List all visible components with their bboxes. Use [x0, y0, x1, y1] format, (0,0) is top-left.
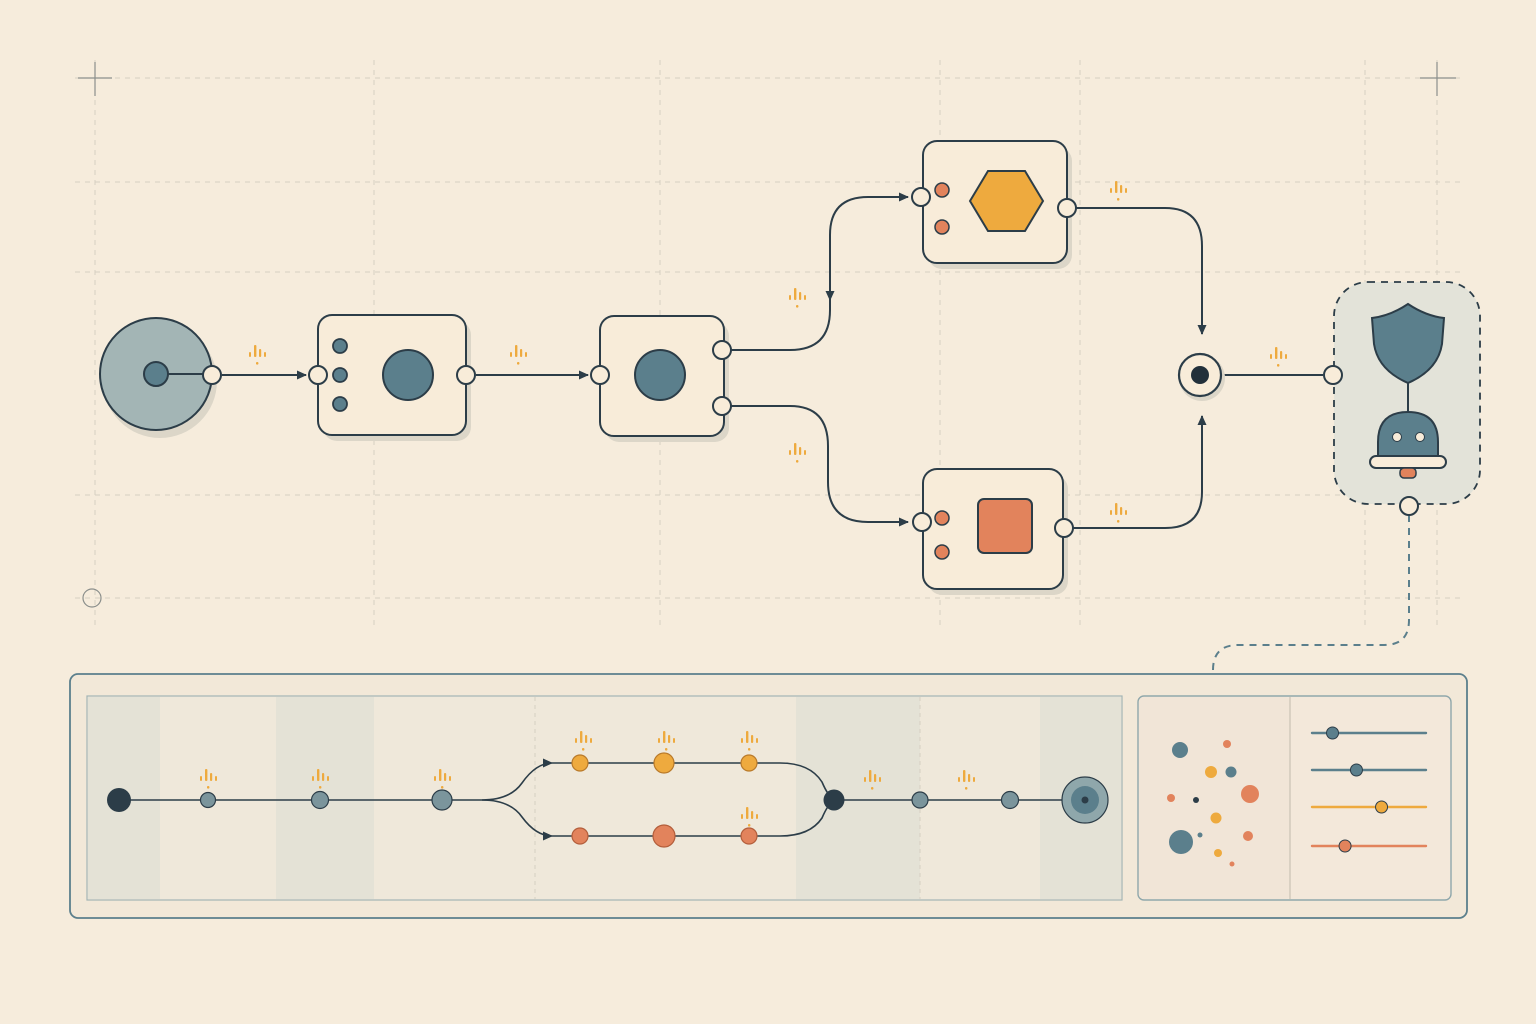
slider-stack — [1310, 726, 1428, 853]
slider-knob — [1326, 726, 1340, 740]
side-panel — [1137, 695, 1452, 901]
slider-knob — [1349, 763, 1363, 777]
timeline-start-point — [107, 788, 131, 812]
output-port[interactable] — [1054, 518, 1074, 538]
output-port[interactable] — [456, 365, 476, 385]
timeline-band — [796, 697, 920, 899]
input-port[interactable] — [911, 187, 931, 207]
input-port[interactable] — [590, 365, 610, 385]
timeline-event — [431, 789, 453, 811]
scatter-cluster — [1167, 740, 1259, 867]
slider-knob — [1375, 800, 1389, 814]
timeline-event — [310, 790, 330, 810]
timeline-event — [653, 752, 675, 774]
slider-knob — [1338, 839, 1352, 853]
guard-agent-group[interactable] — [1323, 281, 1481, 516]
slider-icon[interactable] — [1310, 800, 1428, 814]
stage-b-node[interactable] — [590, 315, 732, 442]
timeline-event — [652, 824, 676, 848]
output-port-top[interactable] — [712, 340, 732, 360]
timeline-event — [740, 754, 758, 772]
timeline-event — [199, 791, 217, 809]
square-icon — [977, 498, 1033, 554]
edge-square-to-merge — [1073, 415, 1207, 529]
registration-marks — [78, 62, 1456, 608]
stage-a-node[interactable] — [308, 314, 476, 441]
background-grid — [75, 60, 1460, 625]
input-port[interactable] — [1323, 365, 1343, 385]
output-port-bottom[interactable] — [712, 396, 732, 416]
timeline-event — [911, 791, 929, 809]
timeline-merge-point — [823, 789, 845, 811]
signal-pulse-icon — [789, 288, 806, 308]
source-node[interactable] — [99, 317, 222, 438]
slider-icon[interactable] — [1310, 726, 1428, 740]
signal-pulse-icon — [1270, 347, 1287, 367]
edge-stage-b-to-hexagon — [730, 192, 909, 351]
input-port[interactable] — [912, 512, 932, 532]
output-port[interactable] — [1057, 198, 1077, 218]
signal-pulse-icon — [789, 443, 806, 463]
edge-stage-b-to-square — [730, 405, 909, 527]
timeline-event — [571, 827, 589, 845]
timeline-track — [86, 695, 1123, 901]
connectors — [222, 192, 1410, 697]
timeline-event — [1000, 790, 1020, 810]
timeline-event — [740, 827, 758, 845]
circle-icon — [634, 349, 686, 401]
slider-icon[interactable] — [1310, 763, 1428, 777]
output-port[interactable] — [202, 365, 222, 385]
branch-hexagon-node[interactable] — [911, 140, 1077, 269]
circle-icon — [382, 349, 434, 401]
timeline-event — [571, 754, 589, 772]
branch-square-node[interactable] — [912, 468, 1074, 595]
signal-pulse-icon — [510, 345, 527, 365]
edge-hexagon-to-merge — [1076, 207, 1207, 335]
signal-pulse-icon — [1110, 181, 1127, 201]
hexagon-icon — [968, 170, 1045, 232]
robot-head-icon — [1369, 410, 1447, 479]
merge-node[interactable] — [1177, 352, 1225, 401]
signal-pulse-icon — [249, 345, 266, 365]
output-port[interactable] — [1399, 496, 1419, 516]
signal-pulse-icon — [1110, 503, 1127, 523]
edge-guard-to-panel — [1208, 515, 1410, 697]
slider-icon[interactable] — [1310, 839, 1428, 853]
timeline-end-point — [1061, 776, 1109, 824]
input-port[interactable] — [308, 365, 328, 385]
